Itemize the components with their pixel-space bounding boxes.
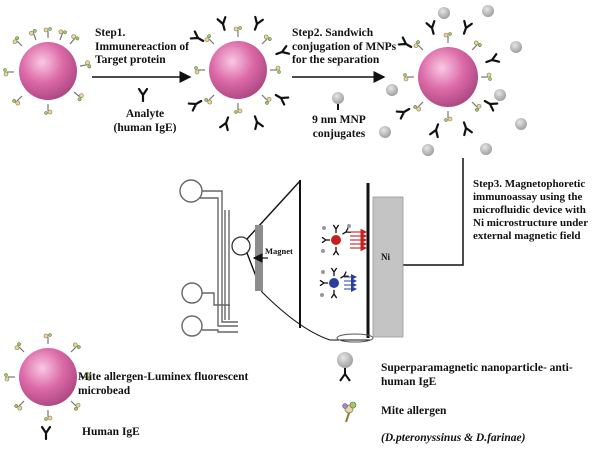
legend-mnp-icon — [337, 352, 353, 382]
legend-species-text: (D.pteronyssinus & D.farinae) — [381, 432, 526, 444]
legend-microbead-line1: Mite allergen-Luminex fluorescent — [78, 371, 249, 383]
step3-line3: microfluidic device with — [473, 204, 586, 216]
analyte-line2: (human IgE) — [113, 121, 177, 134]
step1-line3: Target protein — [95, 54, 166, 66]
mnp-conjugate-icon — [332, 92, 344, 110]
channel-bottom-line — [261, 291, 370, 341]
mnp-line1: 9 nm MNP — [312, 114, 366, 126]
blue-particle — [319, 267, 349, 299]
step2-text: Step2. Sandwich conjugation of MNPs for … — [292, 27, 407, 68]
mnp-line2: conjugates — [312, 127, 366, 140]
legend-mite-allergen-icon — [342, 401, 357, 423]
step3-line4: Ni microstructure under — [473, 217, 589, 229]
analyte-line1: Analyte — [125, 108, 165, 120]
step1-line2: Immunereaction of — [95, 40, 190, 53]
blue-force-arrows — [344, 274, 357, 292]
step3-line2: immunoassay using the — [473, 191, 583, 203]
legend-microbead-line2: microbead — [78, 384, 131, 397]
step1-text: Step1. Immunereaction of Target protein — [95, 27, 200, 68]
step2-line1: Step2. Sandwich — [292, 27, 374, 39]
step3-line1: Step3. Magnetophoretic — [473, 178, 586, 190]
channel-outlet-ellipse — [336, 333, 374, 343]
analyte-label: Analyte (human IgE) — [102, 108, 188, 135]
legend-human-ige-text: Human IgE — [82, 426, 140, 438]
legend-human-ige-icon — [40, 425, 52, 441]
step3-text: Step3. Magnetophoretic immunoassay using… — [473, 178, 607, 243]
step3-arrow — [376, 158, 464, 271]
bead-step0 — [2, 26, 92, 116]
step1-line1: Step1. — [95, 27, 126, 39]
step2-line3: for the separation — [292, 54, 380, 66]
analyte-ige-icon — [137, 87, 149, 103]
step3-line5: external magnetic field — [473, 230, 581, 242]
mnp-label: 9 nm MNP conjugates — [300, 114, 378, 141]
microfluidic-device — [179, 179, 251, 337]
legend-mnp-line2: human IgE — [381, 375, 437, 388]
zoom-line-top — [246, 180, 301, 240]
legend-mite-allergen-text: Mite allergen — [381, 405, 447, 417]
legend-mnp-line1: Superparamagnetic nanoparticle- anti- — [381, 362, 573, 374]
ni-block — [372, 196, 404, 338]
bead-step2 — [379, 5, 527, 156]
red-particle — [321, 224, 351, 256]
step2-line2: conjugation of MNPs — [292, 40, 397, 53]
legend-microbead-text: Mite allergen-Luminex fluorescent microb… — [78, 371, 318, 398]
red-force-arrows — [350, 228, 368, 252]
legend-mnp-text: Superparamagnetic nanoparticle- anti- hu… — [381, 362, 601, 389]
bead-step1 — [187, 15, 291, 132]
magnet-label: Magnet — [265, 246, 293, 256]
ni-label: Ni — [381, 252, 390, 262]
legend-microbead-icon — [3, 332, 92, 422]
